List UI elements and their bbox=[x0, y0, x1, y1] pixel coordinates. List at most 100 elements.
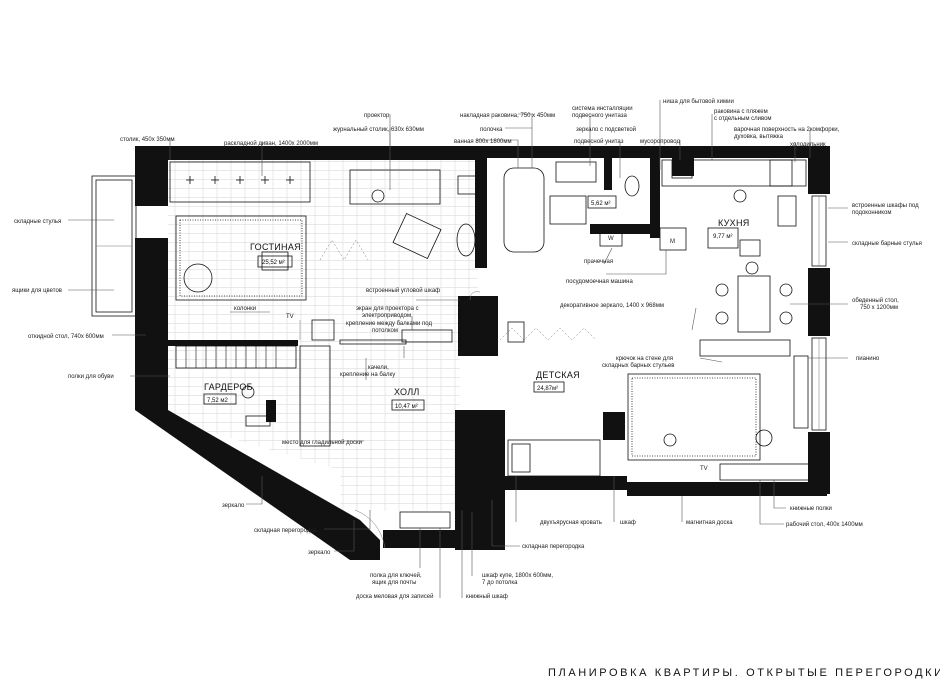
bunk-bed bbox=[507, 439, 601, 477]
label-prachechnaya: прачечная bbox=[584, 259, 613, 265]
label-skl-peregorodka1: складная перегородка bbox=[254, 528, 317, 534]
label-zhurnal: журнальный столик, 630х 630мм bbox=[333, 126, 424, 133]
label-posudomoech: посудомоечная машина bbox=[566, 279, 633, 285]
room-area-frame-hall bbox=[391, 399, 425, 411]
built-in-cabinet bbox=[777, 195, 797, 227]
wall-shaft bbox=[604, 158, 612, 190]
label-rabochy: рабочий стол, 400х 1400мм bbox=[786, 521, 863, 528]
room-name-kitchen: КУХНЯ bbox=[718, 218, 750, 228]
label-yashchiki: ящики для цветов bbox=[12, 288, 62, 294]
wall-bath-kitchen bbox=[650, 158, 660, 238]
wall-kids-bottom2 bbox=[627, 482, 827, 496]
sofa bbox=[169, 161, 311, 203]
pouf bbox=[183, 263, 213, 293]
label-nisha: ниша для бытовой химии bbox=[663, 98, 734, 105]
wall-right-top bbox=[808, 146, 830, 194]
ironing-board bbox=[245, 415, 271, 427]
kids-rug bbox=[627, 373, 761, 461]
wall-left-lower bbox=[135, 300, 168, 410]
rug bbox=[175, 215, 307, 301]
label-sistema-2: подвесного унитаза bbox=[572, 113, 627, 119]
piano bbox=[793, 355, 809, 429]
wall-hall-kids bbox=[483, 410, 505, 550]
label-polki-obuvi: полки для обуви bbox=[68, 374, 114, 380]
room-name-living: ГОСТИНАЯ bbox=[250, 242, 301, 252]
room-area-kids: 24,87м² bbox=[537, 386, 558, 392]
swing bbox=[456, 223, 476, 257]
page-title: ПЛАНИРОВКА КВАРТИРЫ. ОТКРЫТЫЕ ПЕРЕГОРОДК… bbox=[548, 667, 940, 679]
label-mesto-gladil: место для гладильной доски bbox=[282, 439, 362, 446]
label-polochka: полочка bbox=[480, 127, 503, 133]
label-shkaf-kupe-2: 7 до потолка bbox=[482, 580, 518, 586]
room-name-wardrobe: ГАРДЕРОБ bbox=[204, 382, 253, 392]
label-pianino: пианино bbox=[856, 356, 880, 362]
wall-kids-bottom1 bbox=[505, 476, 627, 490]
label-ekran-1: экран для проектора с bbox=[356, 306, 419, 312]
label-knizhnye-polki: книжные полки bbox=[790, 506, 832, 512]
key-shelf bbox=[399, 511, 451, 529]
kitchen-person bbox=[733, 189, 747, 203]
wall-diagonal bbox=[135, 410, 380, 560]
bathtub bbox=[503, 167, 545, 253]
sink bbox=[555, 161, 597, 183]
room-area-living: 25,52 м² bbox=[262, 260, 285, 266]
label-rakovina-1: раковина с пляжем bbox=[714, 109, 768, 115]
room-area-frame-living bbox=[257, 255, 293, 268]
side-table bbox=[457, 175, 479, 195]
label-dvuhyarus: двухъярусная кровать bbox=[540, 520, 602, 526]
label-kreplenie-1: крепление между балками под bbox=[346, 321, 432, 327]
projector-screen bbox=[339, 339, 407, 345]
label-ekran-2: электроприводом bbox=[362, 313, 411, 319]
label-skladnye-stulya: складные стулья bbox=[14, 219, 61, 225]
wall-bottom-hall bbox=[383, 530, 455, 548]
label-polka-2: ящик для почты bbox=[372, 580, 416, 586]
living-furniture: TV bbox=[169, 161, 479, 345]
kitchen-sink bbox=[671, 159, 693, 179]
label-zerkalo-podsv-2: подвесной унитаз bbox=[574, 138, 624, 145]
label-vstr-shkafy-2: подоконником bbox=[852, 210, 891, 216]
label-kachel-1: качели, bbox=[368, 365, 389, 371]
kids-fixtures: TV bbox=[499, 321, 811, 481]
wall-kitchen-col bbox=[672, 158, 694, 176]
work-desk bbox=[719, 463, 811, 481]
wardrobe-kupe bbox=[455, 419, 483, 511]
dishwasher bbox=[659, 227, 687, 251]
kids-person bbox=[663, 433, 677, 447]
washer bbox=[599, 225, 623, 247]
label-zerkalo-podsv-1: зеркало с подсветкой bbox=[576, 126, 636, 133]
wall-living-bath bbox=[475, 158, 487, 268]
room-area-hall: 10,47 м² bbox=[395, 404, 418, 410]
label-dekor-zerkalo: декоративное зеркало, 1400 х 968мм bbox=[560, 303, 664, 309]
annotation-leaders bbox=[68, 100, 848, 598]
tv-symbol-living: TV bbox=[286, 314, 294, 320]
label-zerkalo1: зеркало bbox=[222, 503, 245, 509]
label-magnitnaya: магнитная доска bbox=[686, 520, 733, 526]
label-shkaf-kupe-1: шкаф купе, 1800х 600мм, bbox=[482, 573, 553, 579]
room-names: ГОСТИНАЯ 25,52 м² КУХНЯ 9,77 м² ГАРДЕРОБ… bbox=[203, 218, 750, 411]
wall-left-mid bbox=[135, 238, 168, 300]
room-area-frame-wardrobe bbox=[203, 393, 237, 405]
label-vstr-shkafy-1: встроенные шкафы под bbox=[852, 203, 919, 209]
screen-box bbox=[401, 329, 453, 343]
chair-person bbox=[371, 189, 385, 203]
wall-top-bath-kitchen bbox=[485, 146, 830, 158]
label-rakovina-2: с отдельным сливом bbox=[714, 116, 772, 122]
room-area-frame-kids bbox=[533, 381, 565, 393]
label-otkidnoy: откидной стол, 740х 600мм bbox=[28, 333, 104, 340]
label-vstr-uglovoy: встроенный угловой шкаф bbox=[366, 287, 440, 294]
desk bbox=[349, 169, 441, 205]
room-area-wardrobe: 7,52 м2 bbox=[207, 398, 228, 404]
label-zerkalo2: зеркало bbox=[308, 550, 331, 556]
label-doska-melovaya: доска меловая для записей bbox=[356, 593, 433, 600]
wall-right-bottom bbox=[808, 432, 830, 494]
column-center bbox=[458, 296, 498, 356]
annotations: столик, 450х 350мм раскладной диван, 140… bbox=[12, 98, 922, 600]
label-skl-peregorodka2: складная перегородка bbox=[522, 544, 585, 550]
wall-wardrobe-top bbox=[168, 340, 298, 346]
washer-symbol: W bbox=[608, 236, 614, 242]
label-kachel-2: крепление на балку bbox=[340, 372, 395, 378]
windows bbox=[91, 149, 827, 431]
washbasin-cabinet bbox=[549, 195, 587, 225]
label-varochnaya-1: варочная поверхность на 2комфорки, bbox=[734, 127, 840, 133]
